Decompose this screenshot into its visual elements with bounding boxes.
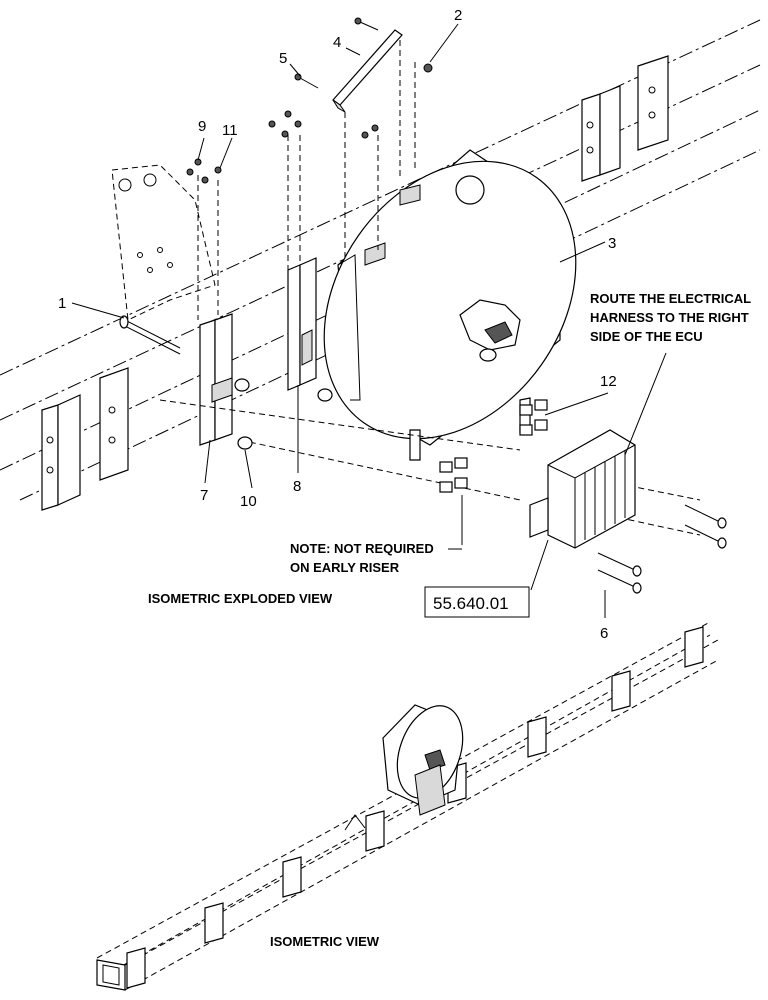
callout-3: 3 [608,235,616,252]
callout-11: 11 [222,122,238,139]
callout-6: 6 [600,625,608,642]
callout-10: 10 [240,493,257,510]
part-12-spacers [439,399,548,493]
part-1-bolt [119,315,181,355]
caption-exploded-view: ISOMETRIC EXPLODED VIEW [148,591,333,606]
isometric-risers [126,626,704,989]
callout-1: 1 [58,295,66,312]
callout-2: 2 [454,7,462,24]
part-3-disc-housing [323,149,577,461]
reference-box-text: 55.640.01 [433,594,509,613]
caption-isometric-view: ISOMETRIC VIEW [270,934,380,949]
riser-bracket-left [41,367,129,511]
route-note-line-3: SIDE OF THE ECU [590,329,703,344]
part-4-strap [332,29,403,113]
part-5-bolts [294,17,379,89]
riser-bracket-right [581,55,669,182]
callout-7: 7 [200,487,208,504]
reference-box: 55.640.01 [424,586,530,618]
route-harness-note: ROUTE THE ELECTRICAL HARNESS TO THE RIGH… [590,291,751,344]
callout-4: 4 [333,34,341,51]
callout-5: 5 [279,50,287,67]
part-10-nut [237,436,253,450]
mounting-plate [111,164,216,321]
callout-8: 8 [293,478,301,495]
part-8-plate [287,257,333,402]
isometric-disc-unit [344,704,464,831]
early-riser-note: NOTE: NOT REQUIRED ON EARLY RISER [290,541,462,575]
route-note-line-1: ROUTE THE ELECTRICAL [590,291,751,306]
part-6-bolts [597,504,727,594]
hardware-9-11 [186,110,379,184]
ecu-module [529,429,636,549]
callout-12: 12 [600,373,617,390]
part-2-nut [423,63,433,73]
early-note-line-1: NOTE: NOT REQUIRED [290,541,434,556]
route-note-line-2: HARNESS TO THE RIGHT [590,310,749,325]
callout-9: 9 [198,118,206,135]
leader-lines [71,23,667,618]
part-7-channel [199,313,250,446]
early-note-line-2: ON EARLY RISER [290,560,400,575]
